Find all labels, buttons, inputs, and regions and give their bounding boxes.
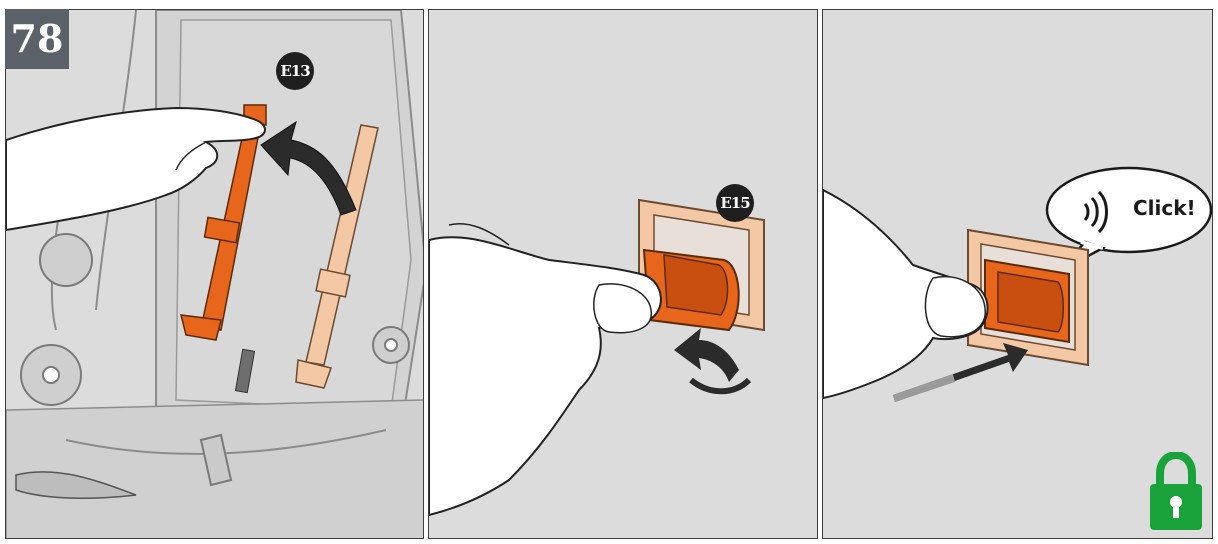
part-callout-e15: E15 bbox=[716, 184, 754, 222]
panel-2-illustration bbox=[429, 10, 818, 539]
panel-2-insert-clip bbox=[428, 9, 818, 539]
click-sound-label: Click! bbox=[1133, 196, 1196, 220]
panel-1-illustration bbox=[6, 10, 424, 539]
panel-1-attach-strap bbox=[5, 9, 424, 539]
lock-icon bbox=[1148, 452, 1204, 532]
part-callout-e13: E13 bbox=[276, 52, 314, 90]
step-number-badge: 78 bbox=[5, 9, 69, 69]
